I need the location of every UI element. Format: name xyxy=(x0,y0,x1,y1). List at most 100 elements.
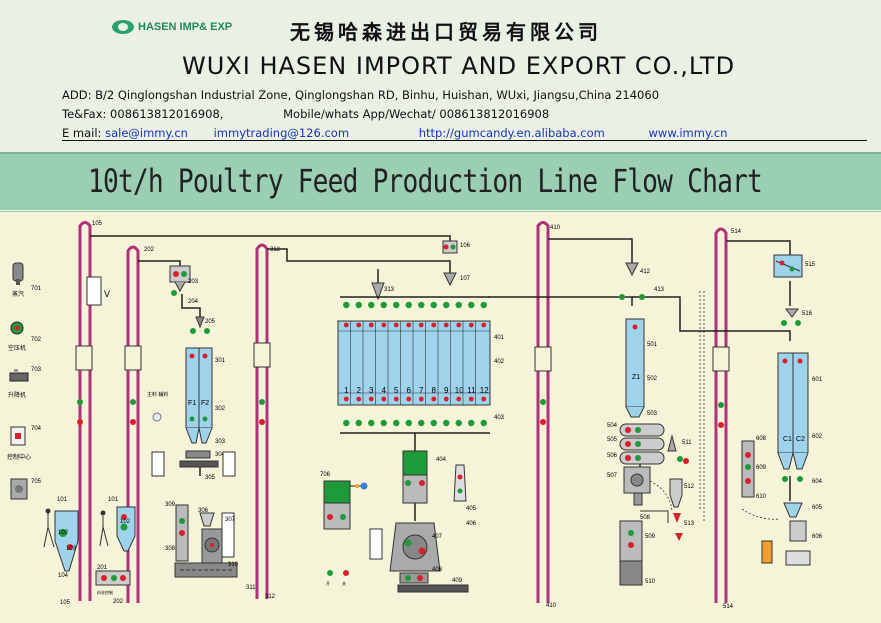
bin-bottom-valve xyxy=(343,419,350,427)
email2-link[interactable]: immytrading@126.com xyxy=(213,126,350,140)
label-513: 513 xyxy=(684,521,695,527)
label-606: 606 xyxy=(812,534,823,540)
bin-bottom-valve xyxy=(443,419,450,427)
elevator-514 xyxy=(714,227,728,603)
legend-code-701: 701 xyxy=(31,286,42,292)
logo-icon xyxy=(112,20,134,34)
label-312a: 312 xyxy=(270,247,281,253)
bin-level-indicator xyxy=(431,322,437,328)
header: HASEN IMP& EXP 无锡哈森进出口贸易有限公司 WUXI HASEN … xyxy=(0,0,881,152)
legend-code-702: 702 xyxy=(31,337,42,343)
label-101b: 101 xyxy=(108,497,119,503)
label-514a: 514 xyxy=(731,229,742,235)
address: ADD: B/2 Qinglongshan Industrial Zone, Q… xyxy=(62,88,660,102)
bin-bottom-valve xyxy=(468,419,475,427)
bin-top-valve xyxy=(380,301,387,309)
bin-number-label: 1 xyxy=(344,386,349,395)
label-507: 507 xyxy=(607,473,618,479)
label-310: 310 xyxy=(228,562,239,568)
label-408: 408 xyxy=(432,567,443,573)
label-105: 105 xyxy=(60,600,71,606)
bin-top-valve xyxy=(430,301,437,309)
label-608: 608 xyxy=(756,436,767,442)
bin-number-label: 12 xyxy=(480,386,489,395)
label-f1: F1 xyxy=(188,400,196,407)
bin-level-indicator xyxy=(406,322,412,328)
bin-number-label: 9 xyxy=(444,386,449,395)
bin-bottom-valve xyxy=(480,419,487,427)
bin-level-indicator xyxy=(343,322,349,328)
bin-low-indicator xyxy=(481,396,487,402)
label-412: 412 xyxy=(640,269,651,275)
label-604: 604 xyxy=(812,479,823,485)
company-name-en: WUXI HASEN IMPORT AND EXPORT CO.,LTD xyxy=(182,52,736,80)
bin-bottom-valve xyxy=(455,419,462,427)
bin-level-indicator xyxy=(418,322,424,328)
label-309: 309 xyxy=(165,502,176,508)
label-409: 409 xyxy=(452,578,463,584)
label-302: 302 xyxy=(215,406,226,412)
legend-small-on: 开 xyxy=(326,581,330,586)
bin-level-indicator xyxy=(456,322,462,328)
label-410b: 410 xyxy=(546,603,557,609)
packing-section: 515 516 C1 C2 601 602 604 605 606 608 60… xyxy=(741,254,823,566)
legend-elevator: 703 升降机 xyxy=(8,367,42,399)
company-name-cn: 无锡哈森进出口贸易有限公司 xyxy=(290,20,602,44)
bin-number-label: 6 xyxy=(406,386,411,395)
elevator-105 xyxy=(78,221,92,601)
chart-title: 10t/h Poultry Feed Production Line Flow … xyxy=(88,162,763,200)
email-line: E mail: sale@immy.cn immytrading@126.com… xyxy=(62,126,867,141)
control-box-v xyxy=(86,276,102,306)
label-401: 401 xyxy=(494,335,505,341)
label-202-top: 202 xyxy=(144,247,155,253)
label-511: 511 xyxy=(682,440,692,446)
legend-machine: 705 xyxy=(10,478,42,500)
label-103: 103 xyxy=(66,546,77,552)
label-312b: 312 xyxy=(265,594,276,600)
bin-top-valve xyxy=(443,301,450,309)
label-f2: F2 xyxy=(201,400,209,407)
label-508: 508 xyxy=(640,515,651,521)
label-102a: 102 xyxy=(58,530,69,536)
label-410a: 410 xyxy=(550,225,561,231)
label-308: 308 xyxy=(165,546,176,552)
legend-code-703: 703 xyxy=(31,367,42,373)
telfax: Te&Fax: 008613812016908, xyxy=(62,107,224,121)
label-510: 510 xyxy=(645,579,656,585)
receiving-section-2: 101 102 201 202 料仓控制 202 xyxy=(95,247,155,605)
elevator-202 xyxy=(126,245,140,603)
bin-level-indicator xyxy=(443,322,449,328)
label-503: 503 xyxy=(647,411,658,417)
bin-top-valve xyxy=(355,301,362,309)
label-602: 602 xyxy=(812,434,823,440)
bin-top-valve xyxy=(343,301,350,309)
legend-label-704: 控制中心 xyxy=(7,453,31,461)
label-306: 306 xyxy=(198,508,209,514)
bin-level-indicator xyxy=(368,322,374,328)
bin-number-label: 4 xyxy=(381,386,386,395)
email-link[interactable]: sale@immy.cn xyxy=(105,126,188,140)
dotted-lines xyxy=(649,291,781,521)
label-506: 506 xyxy=(607,453,618,459)
bin-number-label: 8 xyxy=(431,386,436,395)
bin-low-indicator xyxy=(343,396,349,402)
bin-top-valve xyxy=(368,301,375,309)
label-405: 405 xyxy=(466,506,477,512)
label-v: V xyxy=(104,289,110,299)
company-logo: HASEN IMP& EXP xyxy=(112,20,232,34)
bin-bottom-valve xyxy=(380,419,387,427)
bin-number-label: 5 xyxy=(394,386,399,395)
label-c2: C2 xyxy=(796,436,805,443)
label-305: 305 xyxy=(205,475,216,481)
website-link-2[interactable]: www.immy.cn xyxy=(648,126,728,140)
website-link-1[interactable]: http://gumcandy.en.alibaba.com xyxy=(418,126,605,140)
label-304: 304 xyxy=(215,452,226,458)
label-106: 106 xyxy=(460,243,471,249)
bin-level-indicator xyxy=(468,322,474,328)
label-311: 311 xyxy=(246,585,256,591)
label-605: 605 xyxy=(812,505,823,511)
bin-top-valve xyxy=(405,301,412,309)
bin-low-indicator xyxy=(381,396,387,402)
bin-top-valve xyxy=(468,301,475,309)
liquid-section: 706 开 关 xyxy=(320,472,383,586)
